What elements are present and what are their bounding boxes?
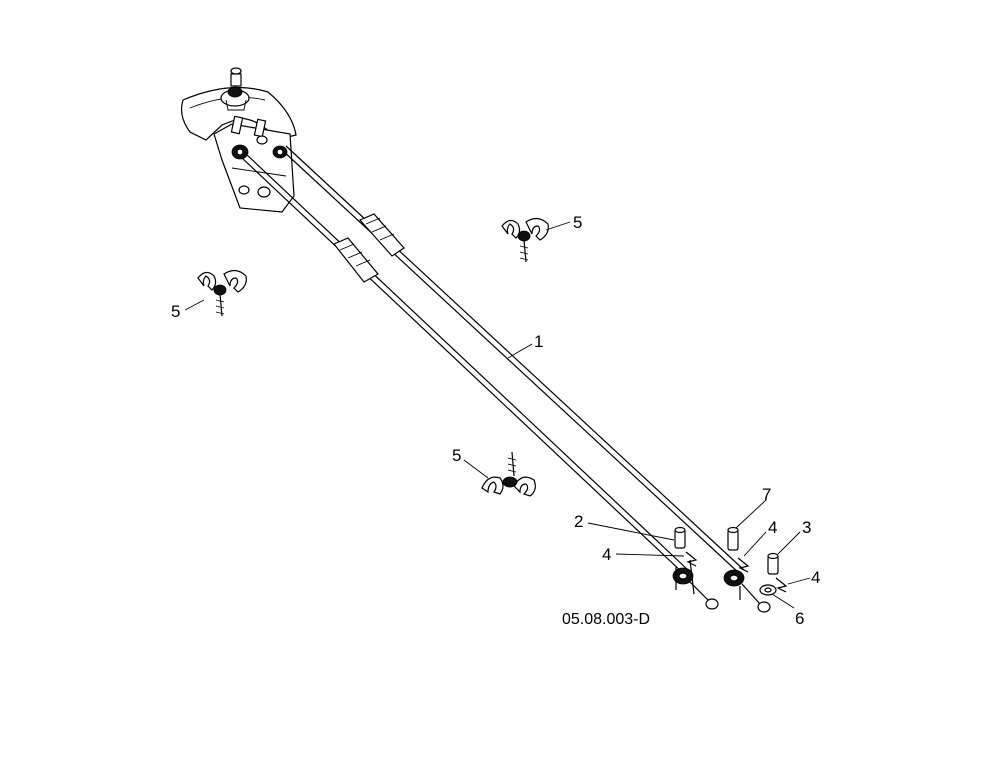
callout-7: 7 xyxy=(762,485,771,504)
callout-5-lower: 5 xyxy=(452,446,461,465)
clip-4b xyxy=(737,557,750,573)
callout-4-right: 4 xyxy=(811,568,820,587)
pin-2 xyxy=(674,526,686,549)
cable-clamp-left xyxy=(197,269,247,317)
clip-4c xyxy=(775,577,788,593)
cable-end-left xyxy=(672,559,719,610)
leader-lines xyxy=(184,221,811,609)
washer-6 xyxy=(759,584,777,596)
cable-clamp-lower xyxy=(481,451,536,497)
pin-7 xyxy=(727,526,739,551)
callout-4-left: 4 xyxy=(602,545,611,564)
callout-2: 2 xyxy=(574,512,583,531)
callout-1: 1 xyxy=(534,332,543,351)
cable-upper xyxy=(281,145,745,575)
cable-end-right xyxy=(723,569,771,613)
callout-6: 6 xyxy=(795,609,804,628)
callout-3: 3 xyxy=(802,518,811,537)
diagram-reference-code: 05.08.003-D xyxy=(562,611,650,628)
callout-5-upper: 5 xyxy=(573,213,582,232)
pin-3 xyxy=(767,552,779,575)
callout-4-middle: 4 xyxy=(768,518,777,537)
mounting-bracket xyxy=(180,67,297,213)
callout-5-left: 5 xyxy=(171,302,180,321)
cable-clamp-upper-right xyxy=(501,217,549,263)
clip-4a xyxy=(685,551,698,567)
cable-lower xyxy=(241,153,689,575)
